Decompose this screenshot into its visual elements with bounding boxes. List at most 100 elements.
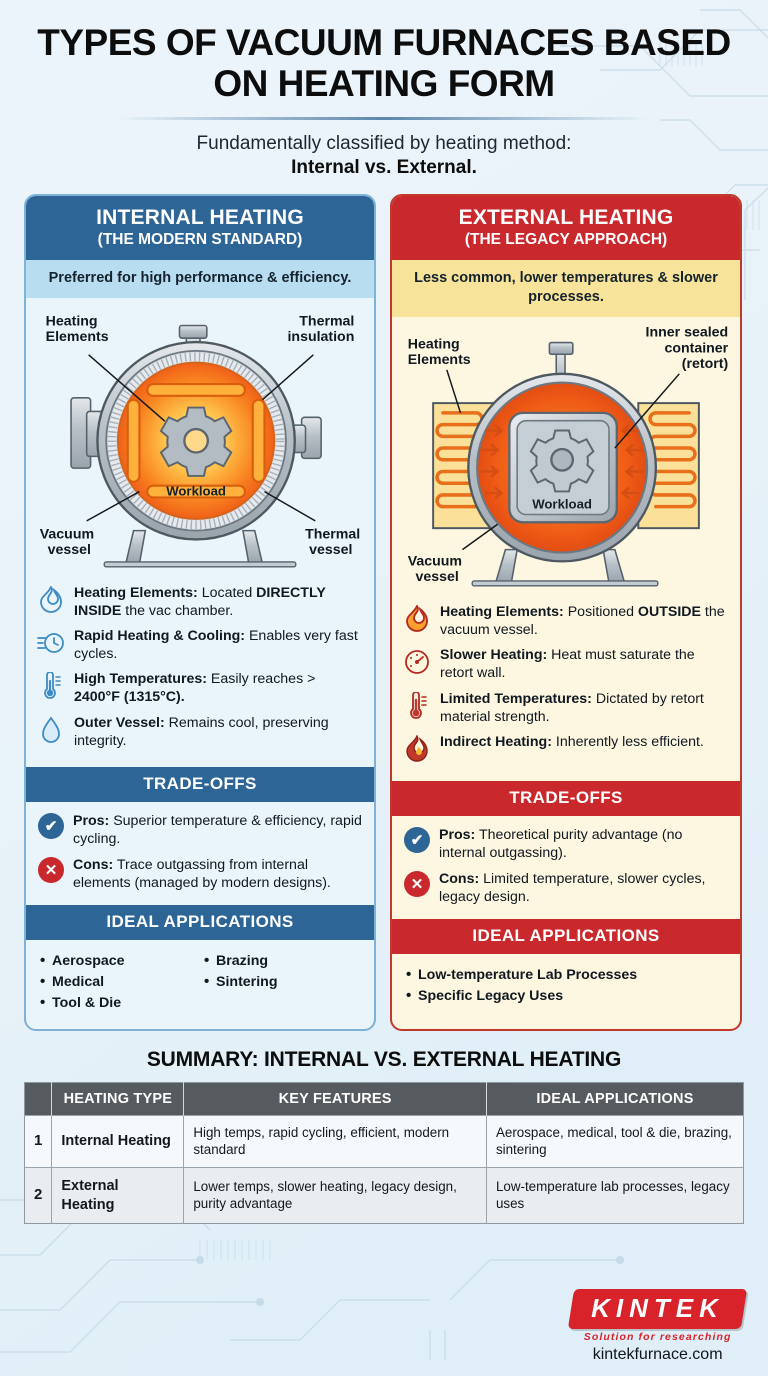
row-key-features: High temps, rapid cycling, efficient, mo… <box>183 1114 487 1168</box>
footer-branding: KINTEK Solution for researching kintekfu… <box>568 1289 748 1364</box>
flame-red-icon <box>402 734 432 764</box>
feature-item: Outer Vessel: Remains cool, preserving i… <box>36 714 362 750</box>
internal-furnace-diagram: Workload Heating Elements Thermal insula… <box>26 298 374 578</box>
external-header-subtitle: (THE LEGACY APPROACH) <box>464 230 668 248</box>
column-header-heating-type: HEATING TYPE <box>51 1082 185 1116</box>
comparison-columns: INTERNAL HEATING (THE MODERN STANDARD) P… <box>0 179 768 1031</box>
internal-header-title: INTERNAL HEATING <box>96 205 304 229</box>
external-header-title: EXTERNAL HEATING <box>458 205 674 229</box>
external-label-heating-elements: Heating <box>408 337 460 353</box>
list-item: Brazing <box>202 950 362 973</box>
feature-text: Indirect Heating: Inherently less effici… <box>440 733 704 750</box>
cons-text: Cons: Trace outgassing from internal ele… <box>73 856 331 892</box>
flame-orange-icon <box>402 604 432 634</box>
internal-tradeoffs-band: TRADE-OFFS <box>26 766 374 802</box>
column-header-ideal-applications: IDEAL APPLICATIONS <box>486 1082 744 1116</box>
external-workload-label: Workload <box>532 497 592 512</box>
table-header-row: HEATING TYPE KEY FEATURES IDEAL APPLICAT… <box>24 1082 744 1116</box>
internal-panel-header: INTERNAL HEATING (THE MODERN STANDARD) <box>26 195 374 260</box>
kintek-logo-text: KINTEK <box>591 1293 725 1323</box>
x-circle-icon: ✕ <box>404 870 430 897</box>
table-row: 2 External Heating Lower temps, slower h… <box>24 1167 744 1224</box>
internal-apps-body: Aerospace Medical Tool & Die Brazing Sin… <box>26 940 374 1029</box>
summary-section: SUMMARY: INTERNAL VS. EXTERNAL HEATING H… <box>0 1031 768 1224</box>
external-feature-list: Heating Elements: Positioned OUTSIDE the… <box>392 597 740 781</box>
internal-tagline: Preferred for high performance & efficie… <box>26 259 374 298</box>
external-panel-header: EXTERNAL HEATING (THE LEGACY APPROACH) <box>392 195 740 260</box>
water-drop-icon <box>36 715 66 745</box>
list-item: Specific Legacy Uses <box>404 985 728 1008</box>
svg-text:container: container <box>664 341 728 357</box>
internal-label-thermal-insulation: Thermal <box>299 313 354 329</box>
row-ideal-applications: Low-temperature lab processes, legacy us… <box>486 1167 744 1224</box>
feature-item: Limited Temperatures: Dictated by retort… <box>402 690 728 726</box>
feature-item: Heating Elements: Positioned OUTSIDE the… <box>402 603 728 639</box>
row-key-features: Lower temps, slower heating, legacy desi… <box>183 1167 487 1224</box>
internal-label-heating-elements: Heating <box>46 313 98 329</box>
list-item: Sintering <box>202 971 362 994</box>
external-tradeoffs-band: TRADE-OFFS <box>392 780 740 816</box>
cons-row: ✕ Cons: Limited temperature, slower cycl… <box>404 870 728 907</box>
feature-text: Outer Vessel: Remains cool, preserving i… <box>74 714 329 749</box>
row-index: 1 <box>24 1114 53 1168</box>
feature-text: High Temperatures: Easily reaches > 2400… <box>74 671 316 706</box>
thermometer-red-icon <box>402 691 432 721</box>
row-heating-type: Internal Heating <box>51 1114 185 1168</box>
column-header-key-features: KEY FEATURES <box>183 1082 487 1116</box>
svg-text:Elements: Elements <box>408 352 471 368</box>
external-label-vacuum-vessel: Vacuum <box>408 554 462 570</box>
row-index: 2 <box>24 1167 53 1224</box>
flame-blue-icon <box>36 585 66 615</box>
internal-workload-label: Workload <box>166 483 226 498</box>
external-furnace-diagram: Workload <box>392 317 740 597</box>
svg-text:vessel: vessel <box>309 542 352 558</box>
apps-column-1: Low-temperature Lab Processes Specific L… <box>404 964 728 1008</box>
gauge-icon <box>402 647 432 677</box>
internal-label-thermal-vessel: Thermal <box>305 526 360 542</box>
cons-text: Cons: Limited temperature, slower cycles… <box>439 870 706 906</box>
summary-title: SUMMARY: INTERNAL VS. EXTERNAL HEATING <box>146 1047 622 1071</box>
internal-tradeoffs-body: ✔ Pros: Superior temperature & efficienc… <box>26 801 374 905</box>
feature-text: Heating Elements: Located DIRECTLY INSID… <box>74 584 326 619</box>
svg-text:(retort): (retort) <box>682 356 729 372</box>
svg-text:insulation: insulation <box>287 329 354 345</box>
internal-furnace-svg: Workload Heating Elements Thermal insula… <box>40 313 360 568</box>
external-furnace-svg: Workload <box>408 325 729 587</box>
table-row: 1 Internal Heating High temps, rapid cyc… <box>24 1114 744 1168</box>
external-tradeoffs-body: ✔ Pros: Theoretical purity advantage (no… <box>392 815 740 919</box>
feature-item: Slower Heating: Heat must saturate the r… <box>402 646 728 682</box>
internal-apps-band: IDEAL APPLICATIONS <box>26 904 374 940</box>
check-circle-icon: ✔ <box>38 812 64 839</box>
kintek-logo: KINTEK <box>568 1289 748 1329</box>
feature-text: Limited Temperatures: Dictated by retort… <box>440 690 704 725</box>
feature-item: Heating Elements: Located DIRECTLY INSID… <box>36 584 362 620</box>
kintek-logo-tagline: Solution for researching <box>583 1331 732 1343</box>
check-circle-icon: ✔ <box>404 826 430 853</box>
page-title: TYPES OF VACUUM FURNACES BASED ON HEATIN… <box>37 22 731 105</box>
x-circle-icon: ✕ <box>38 856 64 883</box>
svg-text:Elements: Elements <box>46 329 109 345</box>
feature-item: Indirect Heating: Inherently less effici… <box>402 733 728 764</box>
external-apps-body: Low-temperature Lab Processes Specific L… <box>392 954 740 1024</box>
thermometer-blue-icon <box>36 671 66 701</box>
svg-text:vessel: vessel <box>416 569 459 585</box>
list-item: Tool & Die <box>38 992 198 1015</box>
feature-item: Rapid Heating & Cooling: Enables very fa… <box>36 627 362 663</box>
pros-row: ✔ Pros: Superior temperature & efficienc… <box>38 812 362 849</box>
cons-row: ✕ Cons: Trace outgassing from internal e… <box>38 856 362 893</box>
external-label-inner-retort: Inner sealed <box>646 325 729 341</box>
panel-external-heating: EXTERNAL HEATING (THE LEGACY APPROACH) L… <box>390 193 742 1031</box>
list-item: Low-temperature Lab Processes <box>404 964 728 987</box>
subtitle-line-2: Internal vs. External. <box>291 156 477 178</box>
apps-column-2: Brazing Sintering <box>202 950 362 1015</box>
feature-text: Rapid Heating & Cooling: Enables very fa… <box>74 627 358 663</box>
title-divider <box>119 116 649 120</box>
list-item: Aerospace <box>38 950 198 973</box>
internal-feature-list: Heating Elements: Located DIRECTLY INSID… <box>26 578 374 767</box>
feature-text: Heating Elements: Positioned OUTSIDE the… <box>440 603 725 639</box>
apps-column-1: Aerospace Medical Tool & Die <box>38 950 198 1015</box>
row-heating-type: External Heating <box>51 1167 185 1224</box>
feature-text: Slower Heating: Heat must saturate the r… <box>440 647 695 682</box>
internal-header-subtitle: (THE MODERN STANDARD) <box>97 230 303 248</box>
